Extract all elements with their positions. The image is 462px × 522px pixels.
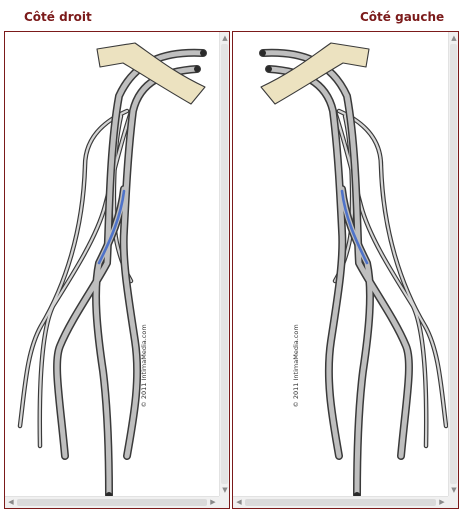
- right-side-panel: © 2011 IntimaMedia.com ▲ ▼ ◀ ▶: [4, 31, 230, 509]
- scroll-up-arrow-icon[interactable]: ▲: [451, 34, 457, 42]
- vertical-scroll-thumb[interactable]: [450, 44, 457, 484]
- right-side-title: Côté droit: [24, 10, 92, 24]
- vertical-scroll-thumb[interactable]: [221, 44, 228, 484]
- horizontal-scroll-thumb[interactable]: [245, 499, 436, 506]
- horizontal-scroll-thumb[interactable]: [17, 499, 207, 506]
- right-side-vertical-scrollbar[interactable]: ▲ ▼: [219, 32, 229, 496]
- vessel-tree: [259, 42, 448, 496]
- right-side-viewport[interactable]: © 2011 IntimaMedia.com: [5, 32, 219, 496]
- right-side-vessel-diagram: © 2011 IntimaMedia.com: [17, 42, 207, 496]
- ligament: [96, 42, 206, 105]
- scroll-left-arrow-icon[interactable]: ◀: [8, 498, 14, 506]
- left-side-panel: © 2011 IntimaMedia.com ▲ ▼ ◀ ▶: [232, 31, 459, 509]
- scrollbar-corner: [448, 496, 458, 508]
- left-side-horizontal-scrollbar[interactable]: ◀ ▶: [233, 496, 448, 508]
- left-side-viewport[interactable]: © 2011 IntimaMedia.com: [233, 32, 448, 496]
- scroll-down-arrow-icon[interactable]: ▼: [222, 486, 228, 494]
- left-side-vessel-diagram: © 2011 IntimaMedia.com: [259, 42, 448, 496]
- scroll-right-arrow-icon[interactable]: ▶: [210, 498, 216, 506]
- scroll-right-arrow-icon[interactable]: ▶: [439, 498, 445, 506]
- vessel-ends: [106, 50, 206, 496]
- scroll-left-arrow-icon[interactable]: ◀: [236, 498, 242, 506]
- right-side-horizontal-scrollbar[interactable]: ◀ ▶: [5, 496, 219, 508]
- vessel-tree: [17, 42, 207, 496]
- left-side-title: Côté gauche: [360, 10, 445, 24]
- ligament: [260, 42, 370, 105]
- copyright-notice: © 2011 IntimaMedia.com: [292, 324, 300, 407]
- scroll-down-arrow-icon[interactable]: ▼: [451, 486, 457, 494]
- main-vessels: [53, 48, 207, 496]
- vessel-ends: [260, 50, 360, 496]
- left-side-vertical-scrollbar[interactable]: ▲ ▼: [448, 32, 458, 496]
- main-vessels: [259, 48, 413, 496]
- scrollbar-corner: [219, 496, 229, 508]
- copyright-notice: © 2011 IntimaMedia.com: [140, 324, 148, 407]
- scroll-up-arrow-icon[interactable]: ▲: [222, 34, 228, 42]
